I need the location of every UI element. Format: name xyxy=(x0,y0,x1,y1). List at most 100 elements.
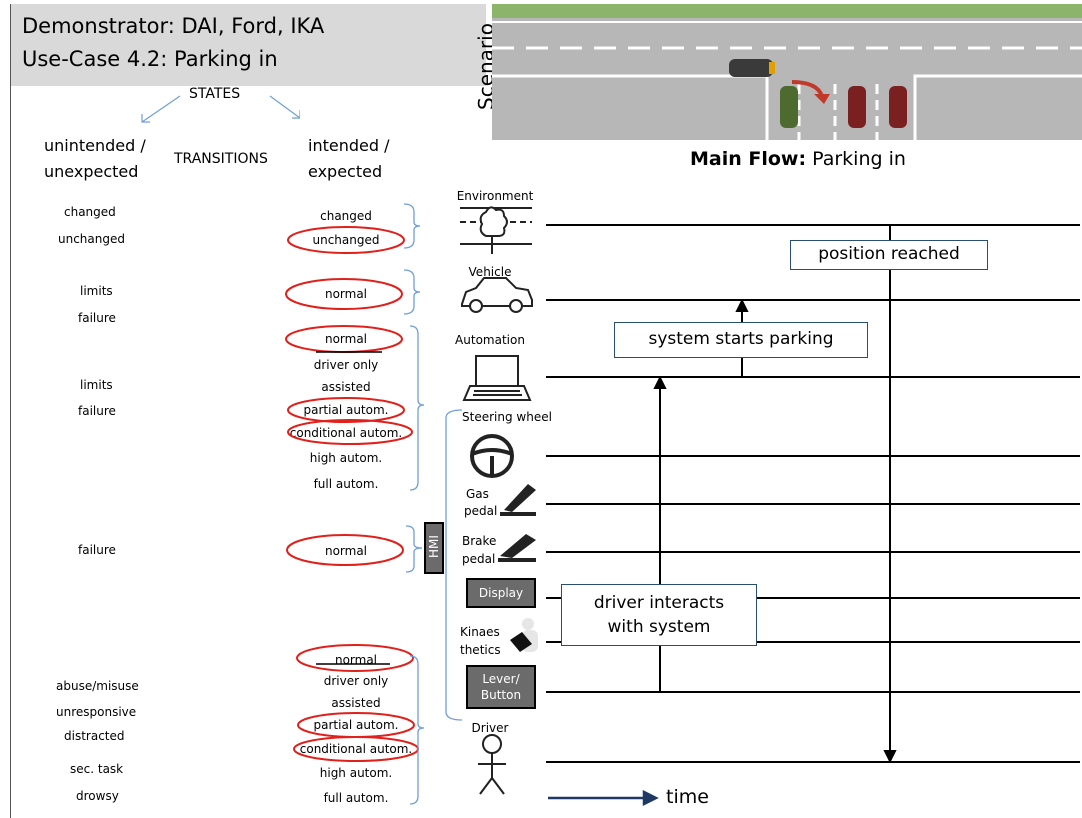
title-box xyxy=(10,4,486,86)
main-flow-title: Main Flow: Parking in xyxy=(690,148,906,170)
ellipse-driver-normal xyxy=(296,644,414,672)
transitions-label: TRANSITIONS xyxy=(174,151,268,167)
gas-pedal-icon xyxy=(500,484,536,516)
grass-strip xyxy=(492,4,1082,18)
bracket-automation xyxy=(409,325,425,491)
lever-button-label-2: Button xyxy=(480,688,522,702)
environment-label: Environment xyxy=(456,189,534,203)
callout-driver-interacts: driver interacts with system xyxy=(561,584,757,646)
scenario-image xyxy=(492,4,1082,140)
driver-unintended-3: sec. task xyxy=(70,762,124,776)
display-block: Display xyxy=(466,578,536,608)
automation-icon xyxy=(462,355,532,401)
lever-button-block: Lever/ Button xyxy=(466,665,536,709)
time-arrow xyxy=(548,789,659,807)
time-label: time xyxy=(666,786,709,808)
driver-intended-2: assisted xyxy=(331,696,381,710)
auto-intended-1: driver only xyxy=(313,358,379,372)
states-arrow-left xyxy=(141,95,181,123)
ellipse-auto-normal xyxy=(285,325,403,353)
callout-position-reached: position reached xyxy=(790,240,988,270)
title-use-case: Use-Case 4.2: Parking in xyxy=(22,47,278,71)
env-unintended-1: unchanged xyxy=(58,232,125,246)
ego-car-light xyxy=(769,62,775,74)
bracket-driver xyxy=(409,655,425,805)
veh-unintended-0: limits xyxy=(80,284,113,298)
bracket-vehicle xyxy=(403,269,421,315)
states-arrow-right xyxy=(269,95,300,119)
veh-intended-0: normal xyxy=(324,287,368,301)
auto-intended-5: high autom. xyxy=(309,451,383,465)
auto-intended-3: partial autom. xyxy=(303,403,389,417)
steering-wheel-icon xyxy=(470,434,514,478)
ellipse-hmi-normal xyxy=(286,534,404,566)
green-car xyxy=(780,86,798,128)
hmi-intended-0: normal xyxy=(324,544,368,558)
auto-intended-6: full autom. xyxy=(313,477,379,491)
main-flow-bold: Main Flow: xyxy=(690,148,807,170)
brake-pedal-icon xyxy=(498,534,536,562)
driver-unintended-4: drowsy xyxy=(76,789,119,803)
driver-intended-1: driver only xyxy=(323,674,389,688)
arrow-driver-to-automation-head xyxy=(653,375,667,389)
ellipse-veh-normal xyxy=(285,278,403,310)
brake-pedal-label-1: Brake xyxy=(462,534,497,548)
driver-intended-5: high autom. xyxy=(319,766,393,780)
auto-intended-4: conditional autom. xyxy=(289,426,403,440)
timelines xyxy=(546,224,1080,763)
red-car-1 xyxy=(848,86,866,128)
env-unintended-0: changed xyxy=(64,205,116,219)
env-intended-1: unchanged xyxy=(312,233,380,247)
auto-intended-0: normal xyxy=(324,332,368,346)
hmi-label: HMI xyxy=(427,535,441,558)
arrow-environment-to-driver-head xyxy=(883,750,897,764)
auto-unintended-0: limits xyxy=(80,378,113,392)
driver-label: Driver xyxy=(471,721,509,735)
driver-unintended-1: unresponsive xyxy=(56,705,137,719)
brake-pedal-label-2: pedal xyxy=(462,552,496,566)
bracket-hmi-group xyxy=(445,409,463,721)
lever-button-label-1: Lever/ xyxy=(482,672,520,686)
ellipse-auto-conditional xyxy=(287,419,413,445)
driver-intended-3: partial autom. xyxy=(313,718,399,732)
kinaesthetics-icon xyxy=(510,618,538,652)
automation-label: Automation xyxy=(455,333,525,347)
env-intended-0: changed xyxy=(320,209,372,223)
hmi-label-box xyxy=(424,522,444,574)
vehicle-label: Vehicle xyxy=(468,265,512,279)
bracket-environment xyxy=(403,203,421,249)
kinaesthetics-label-1: Kinaes xyxy=(460,625,500,639)
col-intended-line2: expected xyxy=(308,162,383,181)
main-flow-text: Parking in xyxy=(812,148,906,170)
driver-unintended-0: abuse/misuse xyxy=(56,679,139,693)
bracket-hmi xyxy=(405,525,423,573)
callout-driver-interacts-line2: with system xyxy=(607,617,711,637)
ellipse-driver-conditional xyxy=(293,736,419,762)
driver-intended-6: full autom. xyxy=(323,791,389,805)
park-arrow-path xyxy=(791,80,824,97)
ellipse-driver-partial xyxy=(297,712,415,738)
veh-unintended-1: failure xyxy=(78,311,116,325)
gas-pedal-label-2: pedal xyxy=(464,504,498,518)
states-arrows xyxy=(141,95,300,123)
driver-icon xyxy=(478,734,506,795)
park-arrow-head xyxy=(814,94,830,104)
hmi-unintended-0: failure xyxy=(78,543,116,557)
col-unintended-line2: unexpected xyxy=(44,162,139,181)
col-unintended-line1: unintended / xyxy=(44,136,146,155)
curb-line-right xyxy=(913,74,1082,140)
red-car-2 xyxy=(889,86,907,128)
ego-car xyxy=(729,59,773,77)
auto-intended-2: assisted xyxy=(321,380,371,394)
arrow-automation-to-vehicle-head xyxy=(735,298,749,312)
auto-unintended-1: failure xyxy=(78,404,116,418)
left-border xyxy=(10,4,11,818)
states-label: STATES xyxy=(189,86,241,102)
gas-pedal-label-1: Gas xyxy=(466,487,489,501)
callout-system-starts-parking: system starts parking xyxy=(614,322,868,358)
icons-and-timeline xyxy=(460,206,1080,807)
vehicle-icon xyxy=(461,277,533,313)
ellipse-env-unchanged xyxy=(287,226,405,254)
col-intended-line1: intended / xyxy=(308,136,390,155)
